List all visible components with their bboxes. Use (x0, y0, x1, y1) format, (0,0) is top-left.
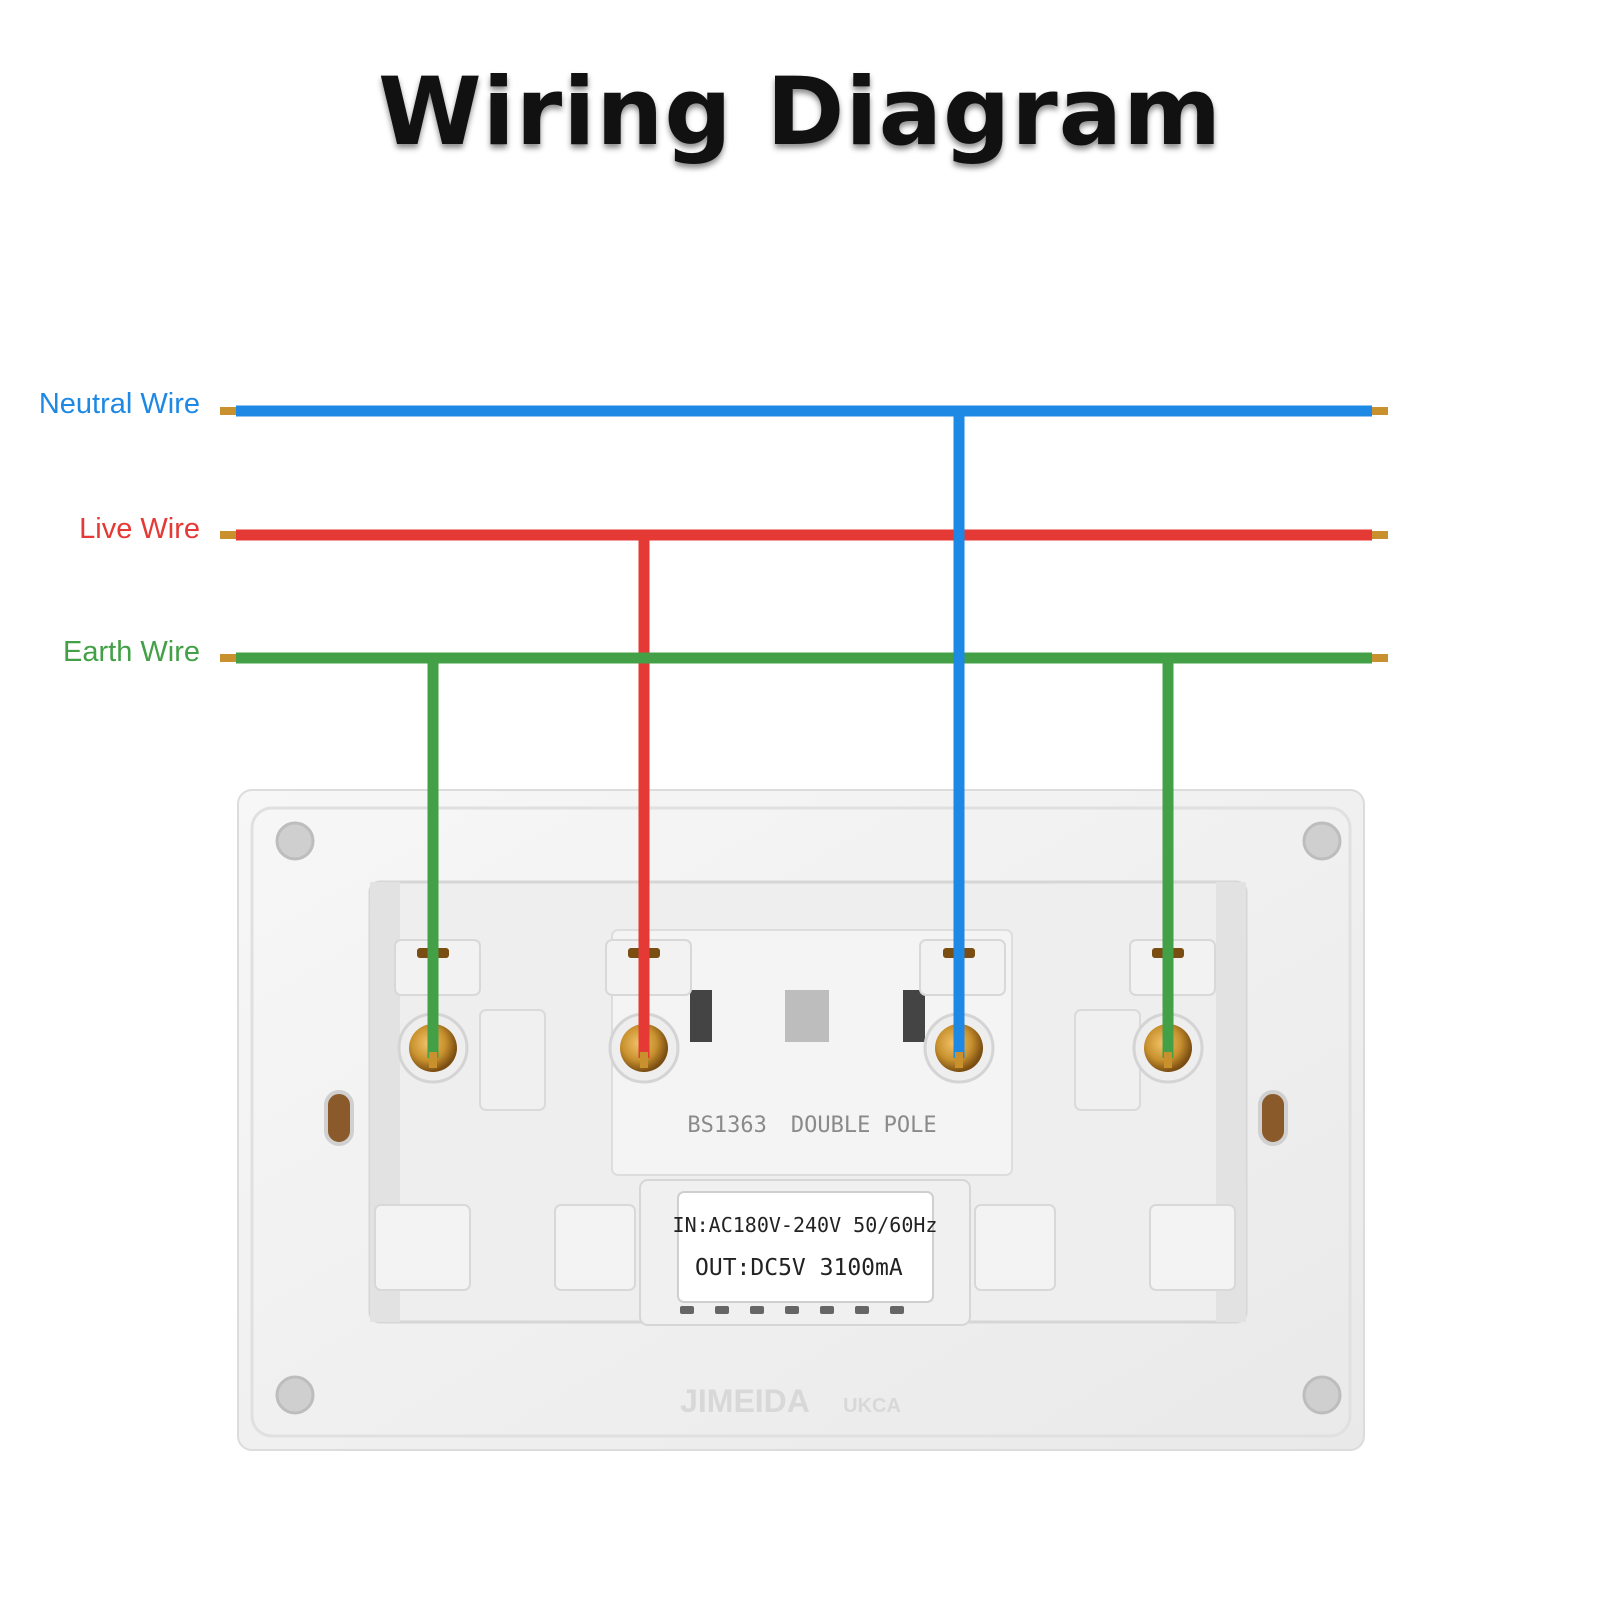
wires (220, 405, 1388, 1068)
neutral-wire-label: Neutral Wire (38, 388, 200, 420)
wire-tip (1372, 654, 1388, 662)
screw-hole-bottom-left (275, 1375, 315, 1415)
wire-tip (220, 407, 236, 415)
wire-tip (429, 1052, 437, 1068)
faceplate-rim (250, 806, 1352, 1438)
socket-slot-earth (785, 990, 829, 1042)
socket-slot-right (903, 990, 925, 1042)
screw-hole-bottom-right (1302, 1375, 1342, 1415)
live-wire-label: Live Wire (79, 513, 200, 545)
socket-slot-left (690, 990, 712, 1042)
mounting-slot-right (1258, 1090, 1288, 1146)
wire-tip (1164, 1052, 1172, 1068)
terminal-lugs (394, 939, 1216, 1111)
usb-input-text: IN:AC180V-240V 50/60Hz (673, 1213, 938, 1237)
wire-tip (955, 1052, 963, 1068)
wire-tip (220, 654, 236, 662)
screw-hole-top-left (275, 821, 315, 861)
screw-hole-top-right (1302, 821, 1342, 861)
switch-module (974, 1204, 1056, 1291)
switch-module (374, 1204, 471, 1291)
brand-logo: JIMEIDA (680, 1383, 810, 1419)
wire-tip (1372, 407, 1388, 415)
usb-rating-label (677, 1191, 934, 1303)
earth-wire-label: Earth Wire (63, 636, 200, 668)
diagram-title: Wiring Diagram (377, 58, 1223, 167)
usb-output-text: OUT:DC5V 3100mA (695, 1255, 903, 1281)
switch-module (1149, 1204, 1236, 1291)
wire-tip (640, 1052, 648, 1068)
vent-slots (680, 1306, 904, 1314)
ukca-mark: UKCA (843, 1395, 901, 1417)
wire-tip (220, 531, 236, 539)
wire-tip (1372, 531, 1388, 539)
mounting-slot-left (324, 1090, 354, 1146)
switch-module (554, 1204, 636, 1291)
